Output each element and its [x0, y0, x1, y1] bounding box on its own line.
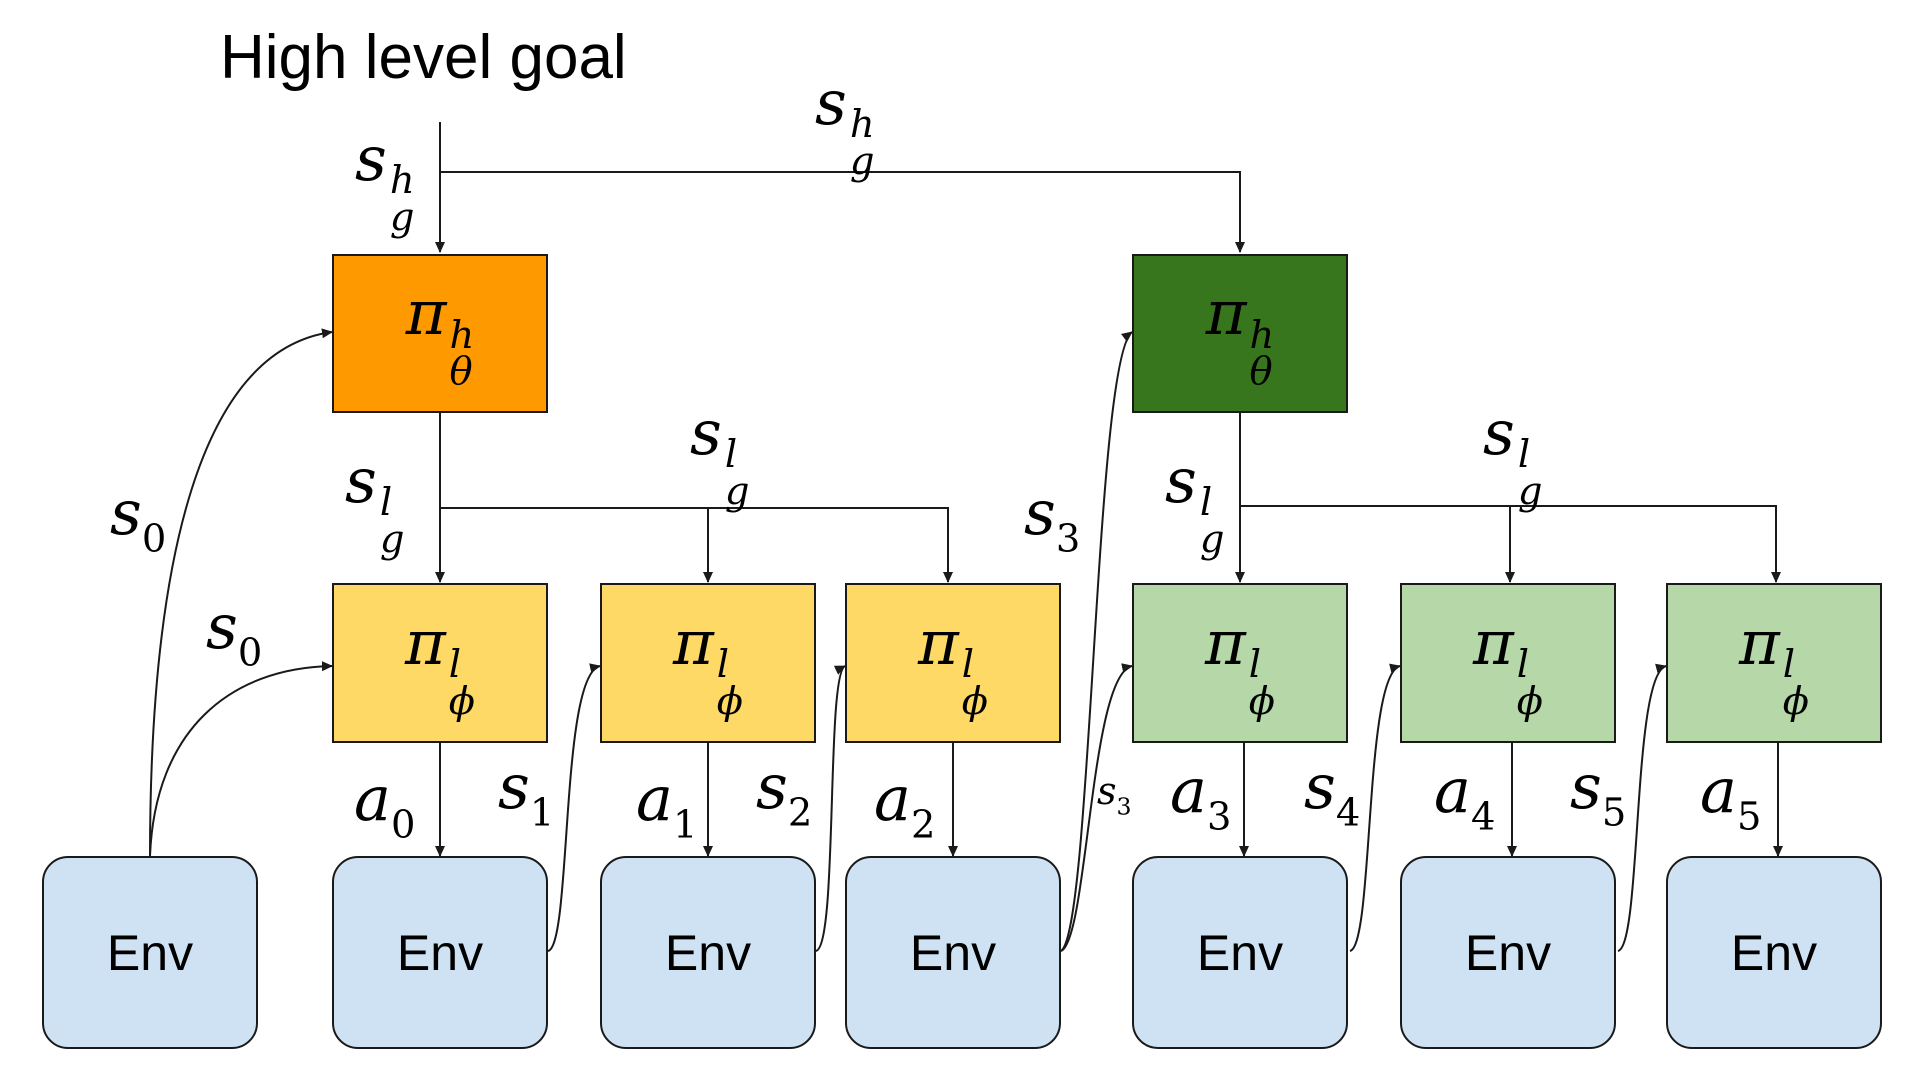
env-label: Env	[396, 924, 484, 981]
state-arrow-s4	[1349, 663, 1401, 952]
env-label: Env	[106, 924, 194, 981]
env-label: Env	[1464, 924, 1552, 981]
env-box-0: Env	[42, 856, 258, 1049]
high-goal-connectors	[435, 122, 1245, 253]
env-label: Env	[909, 924, 997, 981]
action-label-a0: a0	[354, 762, 416, 848]
env-label: Env	[664, 924, 752, 981]
low-goal-connectors-left	[435, 413, 953, 583]
env-box-4: Env	[1132, 856, 1348, 1049]
state-label-s0-low: s0	[206, 590, 263, 676]
state-label-s3-low: s3	[1097, 769, 1132, 821]
action-label-a2: a2	[874, 762, 936, 848]
state-arrow-s3-to-high	[1060, 331, 1133, 952]
action-label-a4: a4	[1434, 754, 1496, 840]
goal-to-high-policy-right-arrow	[440, 171, 1245, 253]
state-arrow-s2	[815, 665, 846, 952]
state-label-s3-high: s3	[1024, 476, 1081, 562]
low-goal-connectors-right	[1235, 413, 1781, 583]
diagram-title: High level goal	[220, 23, 627, 92]
action-arrows	[435, 743, 1783, 857]
state-label-s5: s5	[1570, 750, 1627, 836]
env-box-5: Env	[1400, 856, 1616, 1049]
env-label: Env	[1196, 924, 1284, 981]
env-box-3: Env	[845, 856, 1061, 1049]
state-label-s1: s1	[498, 750, 555, 836]
env-box-2: Env	[600, 856, 816, 1049]
state-arrow-s1	[547, 663, 601, 952]
action-label-a1: a1	[636, 762, 698, 848]
action-label-a3: a3	[1170, 754, 1232, 840]
env-box-6: Env	[1666, 856, 1882, 1049]
action-label-a5: a5	[1700, 754, 1762, 840]
env-label: Env	[1730, 924, 1818, 981]
state-label-s2: s2	[756, 750, 813, 836]
low-goal-branch-right	[1240, 505, 1781, 583]
state-label-s4: s4	[1304, 750, 1361, 836]
state-arrows	[149, 328, 1667, 952]
state-label-s0-high: s0	[110, 476, 167, 562]
env-box-1: Env	[332, 856, 548, 1049]
state-arrow-s0-to-low	[149, 661, 333, 857]
low-goal-branch-left	[440, 507, 953, 583]
state-arrow-s0-to-high	[149, 328, 333, 857]
state-arrow-s3-to-low	[1060, 663, 1133, 952]
state-arrow-s5	[1617, 663, 1667, 952]
